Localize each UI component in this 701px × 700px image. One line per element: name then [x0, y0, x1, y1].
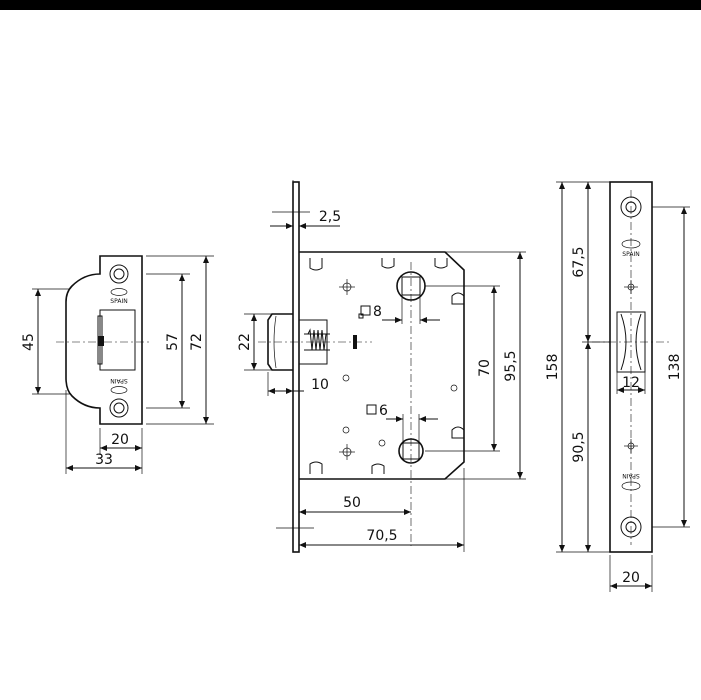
latch-opening [99, 309, 136, 371]
dim-latch-22: 22 [237, 333, 253, 351]
dim-faceplate-90-5: 90,5 [571, 431, 587, 462]
dim-backset-50: 50 [343, 495, 361, 511]
mounting-hole-bottom [339, 444, 355, 460]
dim-faceplate-2-5: 2,5 [319, 209, 341, 225]
dim-faceplate-158: 158 [545, 354, 561, 381]
mounting-hole-top [339, 279, 355, 295]
dim-strike-33: 33 [95, 452, 113, 468]
dim-faceplate-67-5: 67,5 [571, 246, 587, 277]
latch-bolt [267, 313, 293, 371]
svg-text:SPAIN: SPAIN [622, 472, 639, 479]
dim-square-8: 8 [373, 304, 382, 320]
lock-case-outline [299, 251, 465, 480]
dim-square-6: 6 [379, 403, 388, 419]
strike-plate-outline [65, 255, 143, 425]
svg-text:SPAIN: SPAIN [110, 298, 127, 305]
lock-faceplate-side [292, 181, 300, 553]
dim-latch-12: 12 [622, 375, 640, 391]
faceplate-outline [609, 181, 653, 553]
strike-plate-view: SPAIN SPAIN 45 57 72 20 33 [21, 255, 214, 474]
screw-hole-bottom [109, 398, 129, 418]
dim-body-95-5: 95,5 [503, 350, 519, 381]
brand-logo-bottom: SPAIN [110, 377, 128, 394]
square-symbol-6 [366, 404, 377, 415]
dim-strike-57: 57 [165, 333, 181, 351]
square-symbol-8 [360, 305, 371, 316]
dim-faceplate-138: 138 [667, 354, 683, 381]
dim-strike-20: 20 [111, 432, 129, 448]
dim-strike-72: 72 [189, 333, 205, 351]
dim-strike-45: 45 [21, 333, 37, 351]
dim-depth-70-5: 70,5 [366, 528, 397, 544]
faceplate-view: SPAIN SPAIN 158 67,5 90,5 138 12 [545, 181, 690, 592]
brand-logo-top: SPAIN [110, 288, 128, 305]
top-bar [0, 0, 701, 10]
dim-faceplate-20: 20 [622, 570, 640, 586]
screw-hole-top [109, 264, 129, 284]
lock-body-view: 2,5 22 10 8 6 70 95,5 [237, 180, 526, 553]
dim-latch-10: 10 [311, 377, 329, 393]
dim-center-70: 70 [477, 359, 493, 377]
latch-spring [307, 328, 327, 351]
svg-text:SPAIN: SPAIN [110, 377, 127, 384]
